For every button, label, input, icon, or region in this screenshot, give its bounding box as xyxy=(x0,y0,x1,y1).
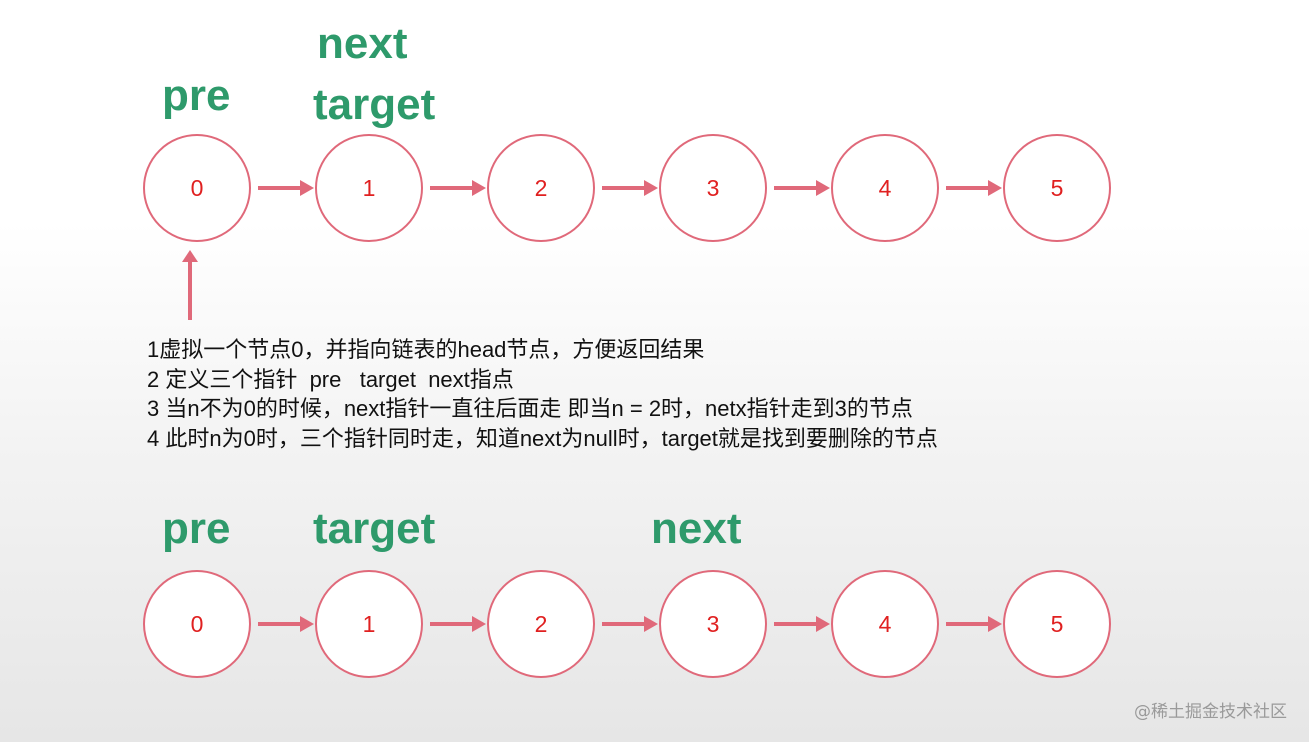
bottom-node-2: 2 xyxy=(487,570,595,678)
top-pre-label: pre xyxy=(162,71,231,120)
top-node-0: 0 xyxy=(143,134,251,242)
note-line-4: 4 此时n为0时，三个指针同时走，知道next为null时，target就是找到… xyxy=(147,425,938,451)
note-line-2: 2 定义三个指针 pre target next指点 xyxy=(147,366,514,392)
top-node-2: 2 xyxy=(487,134,595,242)
top-node-4: 4 xyxy=(831,134,939,242)
top-link-0-1 xyxy=(258,178,314,198)
bottom-link-0-1 xyxy=(258,614,314,634)
bottom-node-5: 5 xyxy=(1003,570,1111,678)
bottom-link-4-5 xyxy=(946,614,1002,634)
top-link-4-5 xyxy=(946,178,1002,198)
top-link-1-2 xyxy=(430,178,486,198)
note-line-1: 1虚拟一个节点0，并指向链表的head节点，方便返回结果 xyxy=(147,337,705,362)
note-line-3: 3 当n不为0的时候，next指针一直往后面走 即当n = 2时，netx指针走… xyxy=(147,396,913,421)
watermark: @稀土掘金技术社区 xyxy=(1134,702,1287,722)
top-link-3-4 xyxy=(774,178,830,198)
top-node-1: 1 xyxy=(315,134,423,242)
dummy-node-up-arrow xyxy=(182,250,198,320)
top-link-2-3 xyxy=(602,178,658,198)
top-next-label: next xyxy=(317,19,408,68)
top-target-label: target xyxy=(313,80,436,129)
top-node-3: 3 xyxy=(659,134,767,242)
bottom-link-3-4 xyxy=(774,614,830,634)
bottom-node-4: 4 xyxy=(831,570,939,678)
top-node-5: 5 xyxy=(1003,134,1111,242)
bottom-node-0: 0 xyxy=(143,570,251,678)
explanation-notes: 1虚拟一个节点0，并指向链表的head节点，方便返回结果 2 定义三个指针 pr… xyxy=(147,335,938,453)
bottom-link-1-2 xyxy=(430,614,486,634)
bottom-target-label: target xyxy=(313,504,436,553)
bottom-pre-label: pre xyxy=(162,504,231,553)
bottom-link-2-3 xyxy=(602,614,658,634)
bottom-next-label: next xyxy=(651,504,742,553)
bottom-node-3: 3 xyxy=(659,570,767,678)
bottom-node-1: 1 xyxy=(315,570,423,678)
